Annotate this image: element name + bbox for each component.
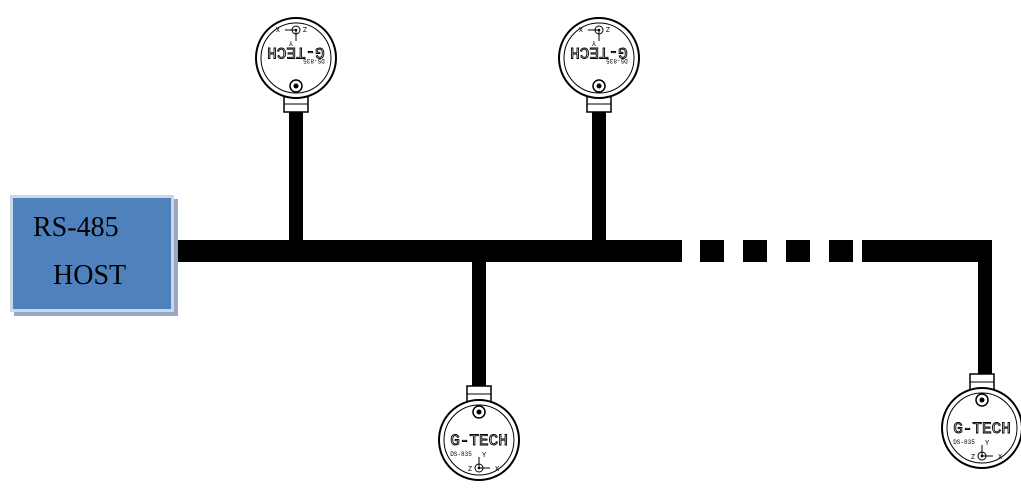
axis-x-label: X xyxy=(495,466,500,474)
sensor-icon: G-TECH DS-835 X Y Z xyxy=(941,373,1021,469)
axis-y-label: Y xyxy=(591,38,596,46)
axis-z-label: Z xyxy=(606,24,610,32)
axis-x-label: X xyxy=(578,24,583,32)
axis-x-label: X xyxy=(275,24,280,32)
drop-line-1 xyxy=(289,112,303,242)
sensor-icon: G-TECH DS-835 X Y Z xyxy=(558,17,640,113)
sensor-model: DS-835 xyxy=(606,57,628,64)
bus-dash-1 xyxy=(662,240,682,262)
sensor-model: DS-835 xyxy=(953,439,975,446)
drop-line-3 xyxy=(472,260,486,390)
bus-dash-5 xyxy=(829,240,853,262)
sensor-icon: G-TECH DS-835 X Y Z xyxy=(255,17,337,113)
axis-z-label: Z xyxy=(971,454,975,462)
drop-line-4 xyxy=(978,240,992,376)
rs485-host-box: RS-485 HOST xyxy=(10,195,174,312)
sensor-brand: G-TECH xyxy=(570,43,628,61)
sensor-brand: G-TECH xyxy=(267,43,325,61)
bus-dash-3 xyxy=(743,240,767,262)
sensor-brand: G-TECH xyxy=(953,420,1011,438)
axis-z-label: Z xyxy=(303,24,307,32)
host-label-line1: RS-485 xyxy=(33,212,119,243)
axis-x-label: X xyxy=(998,454,1003,462)
bus-dash-2 xyxy=(700,240,724,262)
bus-solid xyxy=(172,240,662,262)
axis-y-label: Y xyxy=(985,440,990,448)
sensor-model: DS-835 xyxy=(450,451,472,458)
drop-line-2 xyxy=(592,112,606,242)
sensor-model: DS-835 xyxy=(303,57,325,64)
sensor-icon: G-TECH DS-835 X Y Z xyxy=(438,385,520,481)
axis-y-label: Y xyxy=(288,38,293,46)
sensor-brand: G-TECH xyxy=(450,432,508,450)
axis-z-label: Z xyxy=(468,466,472,474)
bus-end xyxy=(862,240,992,262)
axis-y-label: Y xyxy=(482,452,487,460)
bus-dash-4 xyxy=(786,240,810,262)
host-label-line2: HOST xyxy=(53,260,127,291)
